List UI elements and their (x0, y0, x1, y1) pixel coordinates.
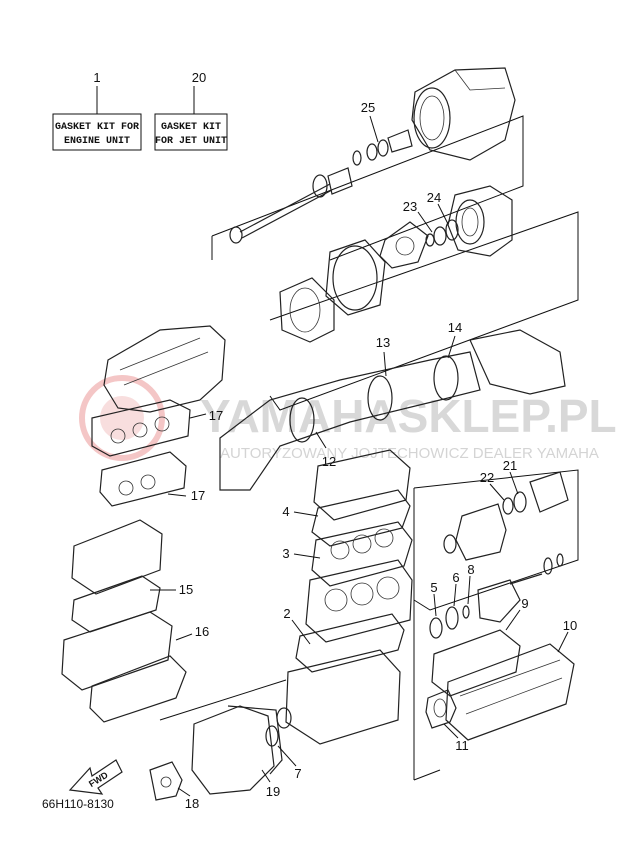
label-2: 2 (283, 606, 290, 621)
kit-engine: GASKET KIT FOR ENGINE UNIT 1 (52, 70, 142, 151)
label-18: 18 (185, 796, 199, 811)
diagram-code: 66H110-8130 (42, 797, 114, 811)
watermark-dealer: AUTORYZOWANY JOJTECHOWICZ DEALER YAMAHA (220, 445, 599, 462)
nozzle-outlet (413, 87, 451, 149)
kit-engine-line1: GASKET KIT FOR (55, 122, 139, 133)
label-25: 25 (361, 100, 375, 115)
exhaust-manifold: 9 10 (431, 596, 577, 741)
label-5: 5 (430, 580, 437, 595)
reed-valve-assembly: 16 (61, 611, 209, 723)
crankcase: 2 (283, 606, 405, 745)
label-21: 21 (503, 458, 517, 473)
stator-panel-top (159, 679, 287, 721)
stator-cover: 7 19 (191, 705, 302, 799)
part-18: 18 (149, 761, 199, 811)
intake-manifold: 15 (71, 519, 193, 633)
label-11: 11 (455, 738, 469, 753)
drive-shaft (229, 150, 362, 244)
label-8: 8 (467, 562, 474, 577)
exhaust-pipe: 12 13 14 (219, 320, 566, 491)
nozzle-body (411, 67, 516, 161)
label-17-lower: 17 (191, 488, 205, 503)
label-9: 9 (521, 596, 528, 611)
label-17-upper: 17 (209, 408, 223, 423)
jet-panel-top-outline (211, 115, 524, 261)
kit-jet-line2: FOR JET UNIT (155, 136, 227, 147)
bearing-housing: 22 21 (443, 458, 569, 561)
kit-engine-line2: ENGINE UNIT (64, 136, 130, 147)
label-24: 24 (427, 190, 441, 205)
label-14: 14 (448, 320, 462, 335)
jet-nozzle (411, 67, 516, 161)
label-22: 22 (480, 470, 494, 485)
kit-jet-line1: GASKET KIT (161, 122, 221, 133)
label-7: 7 (294, 766, 301, 781)
cylinder-block (305, 559, 413, 643)
watermark-logo-icon (79, 375, 165, 461)
cylinder-head: 4 3 (282, 449, 413, 587)
label-15: 15 (179, 582, 193, 597)
label-13: 13 (376, 335, 390, 350)
exhaust-gasket-upper: 17 (91, 399, 223, 457)
watermark-logo-core (100, 396, 144, 440)
label-4: 4 (282, 504, 289, 519)
engine-cover (103, 325, 226, 413)
kit-jet: GASKET KIT FOR JET UNIT 20 (154, 70, 228, 151)
kit-jet-box (154, 113, 228, 151)
watermark-brand: YAMAHASKLEP.PL (200, 390, 617, 442)
duct-adapter (279, 277, 335, 343)
label-10: 10 (563, 618, 577, 633)
exhaust-gasket-lower: 17 (99, 451, 205, 507)
watermark: YAMAHASKLEP.PL AUTORYZOWANY JOJTECHOWICZ… (79, 375, 617, 462)
part-11: 11 (425, 689, 469, 753)
impeller: 23 24 (379, 190, 459, 269)
crank-panel-outline (413, 469, 579, 611)
label-16: 16 (195, 624, 209, 639)
label-6: 6 (452, 570, 459, 585)
label-23: 23 (403, 199, 417, 214)
label-3: 3 (282, 546, 289, 561)
jet-housing (447, 185, 513, 257)
kit-engine-number: 1 (93, 70, 100, 85)
fwd-arrow-icon (68, 759, 123, 795)
label-12: 12 (322, 454, 336, 469)
label-19: 19 (266, 784, 280, 799)
fwd-arrow: FWD (68, 759, 123, 795)
coupling-set: 5 6 8 (429, 553, 564, 639)
duct-panel-outline (269, 211, 579, 411)
kit-jet-number: 20 (192, 70, 206, 85)
impeller-housing (325, 239, 386, 316)
part-25: 25 (361, 100, 413, 161)
